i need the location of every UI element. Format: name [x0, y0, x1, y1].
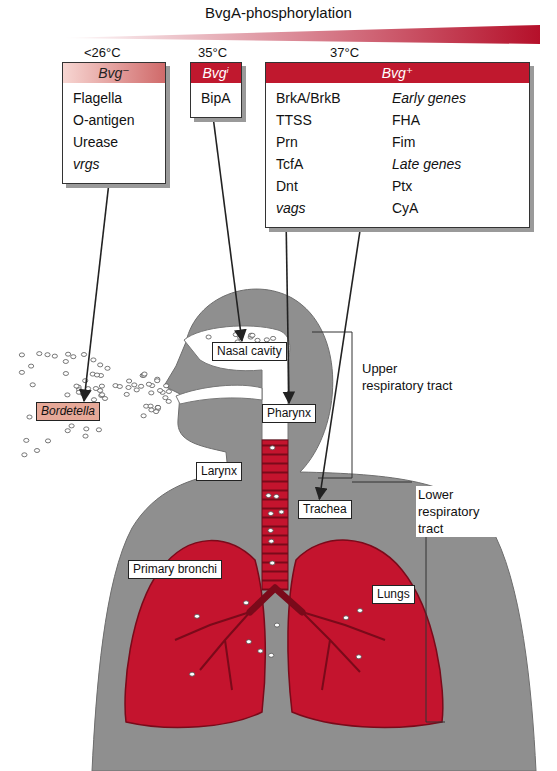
arrow-connector: [213, 118, 242, 341]
gene-list: BipA: [191, 83, 241, 117]
anatomy-label-box: Primary bronchi: [128, 560, 222, 579]
left-lung: [125, 541, 265, 728]
mouth: [176, 385, 262, 404]
region-label: Lower respiratory tract: [416, 486, 506, 537]
label-text: Nasal cavity: [217, 344, 282, 359]
arrow-connector: [84, 184, 109, 401]
gene-list: FlagellaO-antigenUreasevrgs: [63, 83, 165, 183]
gene-name: Early genes: [392, 87, 466, 109]
bvg-phase-box: BvgⁱBipA: [190, 62, 242, 118]
diagram-title: BvgA-phosphorylation: [0, 4, 557, 21]
arrow-connector: [319, 228, 360, 499]
anatomy-label-box: Pharynx: [262, 404, 316, 423]
anatomy-label-box: Larynx: [196, 462, 242, 481]
label-text: Lungs: [377, 587, 410, 602]
gene-name: BrkA/BrkB: [276, 87, 366, 109]
gene-name: Urease: [73, 131, 134, 153]
gene-name: FHA: [392, 109, 466, 131]
phosphorylation-wedge: [60, 25, 540, 44]
gene-name: Dnt: [276, 175, 366, 197]
label-text: Primary bronchi: [133, 562, 217, 577]
gene-column: BipA: [201, 87, 231, 109]
region-label: Upper respiratory tract: [362, 360, 454, 394]
gene-name: BipA: [201, 87, 231, 109]
trachea: [262, 440, 288, 590]
label-text: Bordetella: [41, 404, 95, 419]
gene-name: Flagella: [73, 87, 134, 109]
body-silhouette: [92, 289, 536, 771]
anatomy-label-box: Lungs: [372, 585, 415, 604]
gene-column: Early genesFHAFimLate genesPtxCyA: [392, 87, 466, 219]
gene-list: BrkA/BrkBTTSSPrnTcfADntvags Early genesFH…: [266, 83, 529, 227]
region-label: <26°C: [84, 44, 121, 61]
bvg-phase-box: Bvg⁻ FlagellaO-antigenUreasevrgs: [62, 62, 166, 184]
phase-header: Bvgⁱ: [191, 63, 241, 83]
gene-name: Late genes: [392, 153, 466, 175]
anatomy-label-box: Bordetella: [36, 402, 100, 421]
bacteria-dots: [19, 333, 362, 677]
phase-header: Bvg⁻: [63, 63, 165, 83]
gene-name: Ptx: [392, 175, 466, 197]
region-label: 35°C: [198, 44, 227, 61]
label-text: Pharynx: [267, 406, 311, 421]
anatomy-label-box: Nasal cavity: [212, 342, 287, 361]
bronchi: [250, 588, 302, 612]
right-lung: [288, 540, 443, 727]
upper-tract-bracket: [312, 332, 352, 478]
label-text: Larynx: [201, 464, 237, 479]
gene-name: O-antigen: [73, 109, 134, 131]
gene-column: FlagellaO-antigenUreasevrgs: [73, 87, 134, 175]
gene-column: BrkA/BrkBTTSSPrnTcfADntvags: [276, 87, 366, 219]
gene-name: TcfA: [276, 153, 366, 175]
label-text: Trachea: [303, 502, 347, 517]
arrow-connector: [286, 228, 289, 403]
bvg-phase-box: Bvg⁺ BrkA/BrkBTTSSPrnTcfADntvags Early gen…: [265, 62, 530, 228]
gene-name: TTSS: [276, 109, 366, 131]
bronchioles: [175, 612, 385, 690]
anatomy-label-box: Trachea: [298, 500, 352, 519]
gene-name: vags: [276, 197, 366, 219]
gene-name: vrgs: [73, 153, 134, 175]
gene-name: Fim: [392, 131, 466, 153]
gene-name: Prn: [276, 131, 366, 153]
gene-name: CyA: [392, 197, 466, 219]
phase-header: Bvg⁺: [266, 63, 529, 83]
region-label: 37°C: [330, 44, 359, 61]
